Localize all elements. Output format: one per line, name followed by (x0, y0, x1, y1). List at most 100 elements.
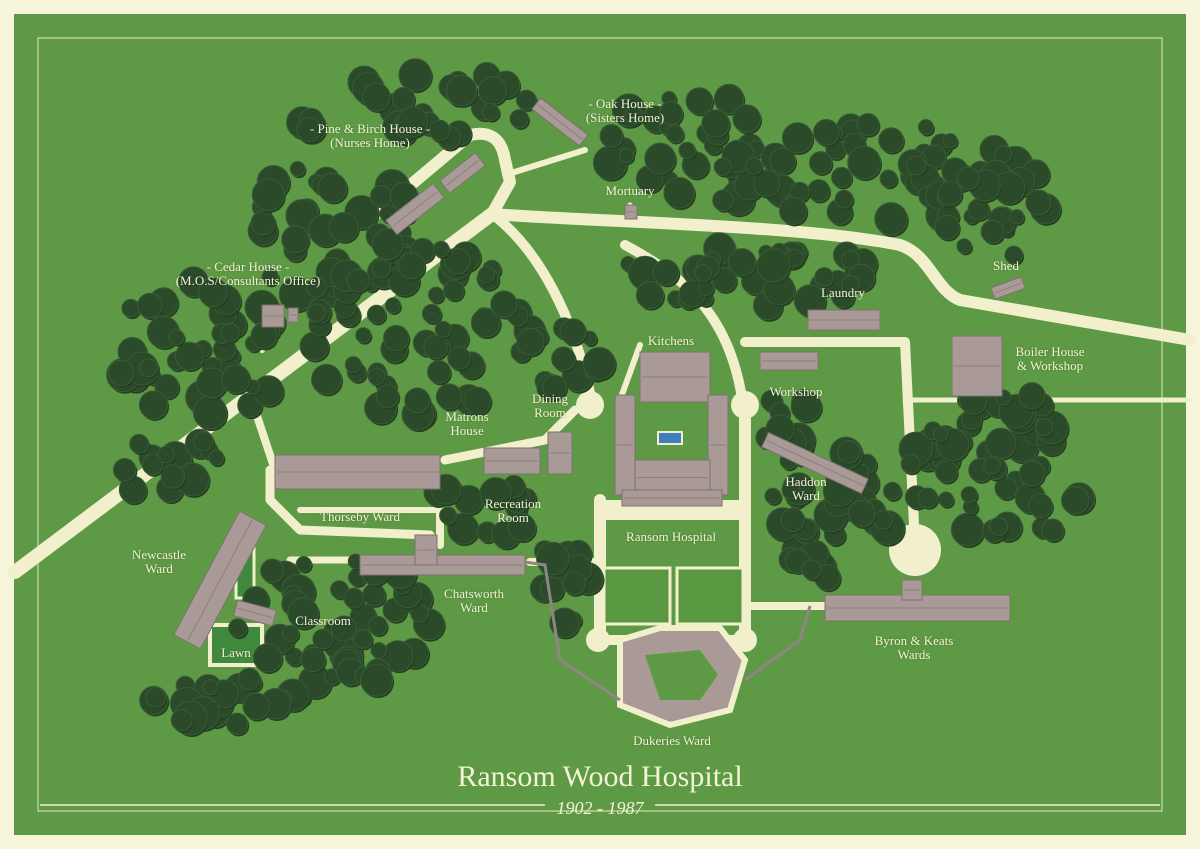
kitchens (639, 351, 711, 403)
label-line: Dukeries Ward (633, 733, 711, 748)
tree (983, 456, 1002, 475)
tree (644, 142, 676, 175)
tree (250, 210, 276, 236)
roundabout-south-west (586, 628, 610, 652)
label-line: Newcastle (131, 547, 187, 562)
tree (935, 460, 958, 484)
tree (427, 286, 445, 303)
tree (1027, 493, 1053, 519)
tree (536, 541, 570, 576)
tree (228, 618, 248, 638)
tree (663, 176, 696, 209)
tree (311, 363, 342, 395)
tree (980, 219, 1005, 244)
tree (220, 322, 240, 343)
label-line: House (450, 423, 484, 438)
tree (346, 268, 371, 293)
road-6 (740, 337, 920, 550)
tree (428, 119, 451, 142)
tree (391, 86, 416, 111)
tree (873, 510, 893, 530)
tree (942, 133, 958, 149)
label-boiler-house: Boiler House& Workshop (1016, 345, 1085, 373)
tree (713, 83, 745, 115)
tree (398, 58, 432, 92)
tree (837, 440, 861, 464)
chatsworth-ward (359, 554, 526, 576)
roundabout-west (576, 391, 604, 419)
tree (355, 327, 372, 344)
tree (281, 225, 310, 254)
tree (296, 116, 322, 143)
tree (934, 214, 960, 240)
tree (444, 247, 471, 275)
tree (685, 87, 714, 115)
tree (421, 303, 442, 324)
label-line: Byron & Keats (874, 633, 954, 648)
tree (618, 148, 635, 164)
tree (790, 390, 822, 423)
road-12 (440, 405, 580, 465)
tree (112, 458, 137, 482)
tree (1018, 460, 1046, 487)
tree (490, 290, 518, 319)
tree (470, 307, 501, 338)
tree (507, 513, 537, 542)
tree (353, 629, 373, 649)
workshop (759, 351, 819, 371)
tree (1035, 418, 1054, 437)
label-mortuary: Mortuary (605, 184, 654, 198)
tree (141, 453, 164, 476)
tree (542, 374, 568, 400)
label-lawn: Lawn (221, 646, 251, 660)
label-line: Boiler House (1015, 344, 1085, 359)
label-line: Workshop (769, 384, 823, 399)
tree (138, 390, 169, 420)
tree (808, 151, 833, 175)
tree (397, 106, 429, 138)
pine-birch-house-a (385, 182, 445, 236)
tree (160, 464, 185, 489)
label-ransom-hospital: Ransom Hospital (626, 530, 716, 544)
tree (423, 334, 448, 360)
tree (281, 624, 300, 643)
laundry (807, 309, 881, 331)
label-pine-birch-house: - Pine & Birch House -(Nurses Home) (310, 122, 430, 150)
byron-keats-tower (901, 579, 923, 601)
tree (371, 259, 392, 279)
tree (807, 179, 831, 202)
tree (361, 82, 391, 112)
tree (145, 686, 167, 708)
tree (599, 124, 624, 148)
oak-house-ridge (537, 104, 583, 140)
tree (398, 252, 426, 280)
tree (582, 346, 616, 380)
tree (129, 433, 149, 454)
label-workshop: Workshop (769, 385, 822, 399)
tree (447, 346, 471, 370)
tree (956, 238, 972, 254)
tree (121, 298, 141, 318)
map-years: 1902 - 1987 (556, 798, 644, 818)
hospital-west-wing (614, 394, 636, 496)
label-dukeries-ward: Dukeries Ward (633, 734, 711, 748)
chatsworth-link (414, 534, 438, 566)
label-line: Dining (531, 391, 569, 406)
tree (168, 329, 185, 346)
tree (551, 346, 576, 372)
label-line: Thorseby Ward (320, 509, 400, 524)
tree (208, 449, 225, 466)
label-classroom: Classroom (295, 614, 351, 628)
tree (624, 106, 643, 125)
tree (193, 431, 214, 452)
label-line: Lawn (221, 645, 251, 660)
tree (344, 356, 362, 374)
shed-ridge (994, 282, 1022, 294)
label-line: Classroom (295, 613, 351, 628)
tree (516, 327, 545, 356)
tree (477, 266, 496, 284)
tree (874, 202, 908, 236)
tree (732, 104, 762, 134)
